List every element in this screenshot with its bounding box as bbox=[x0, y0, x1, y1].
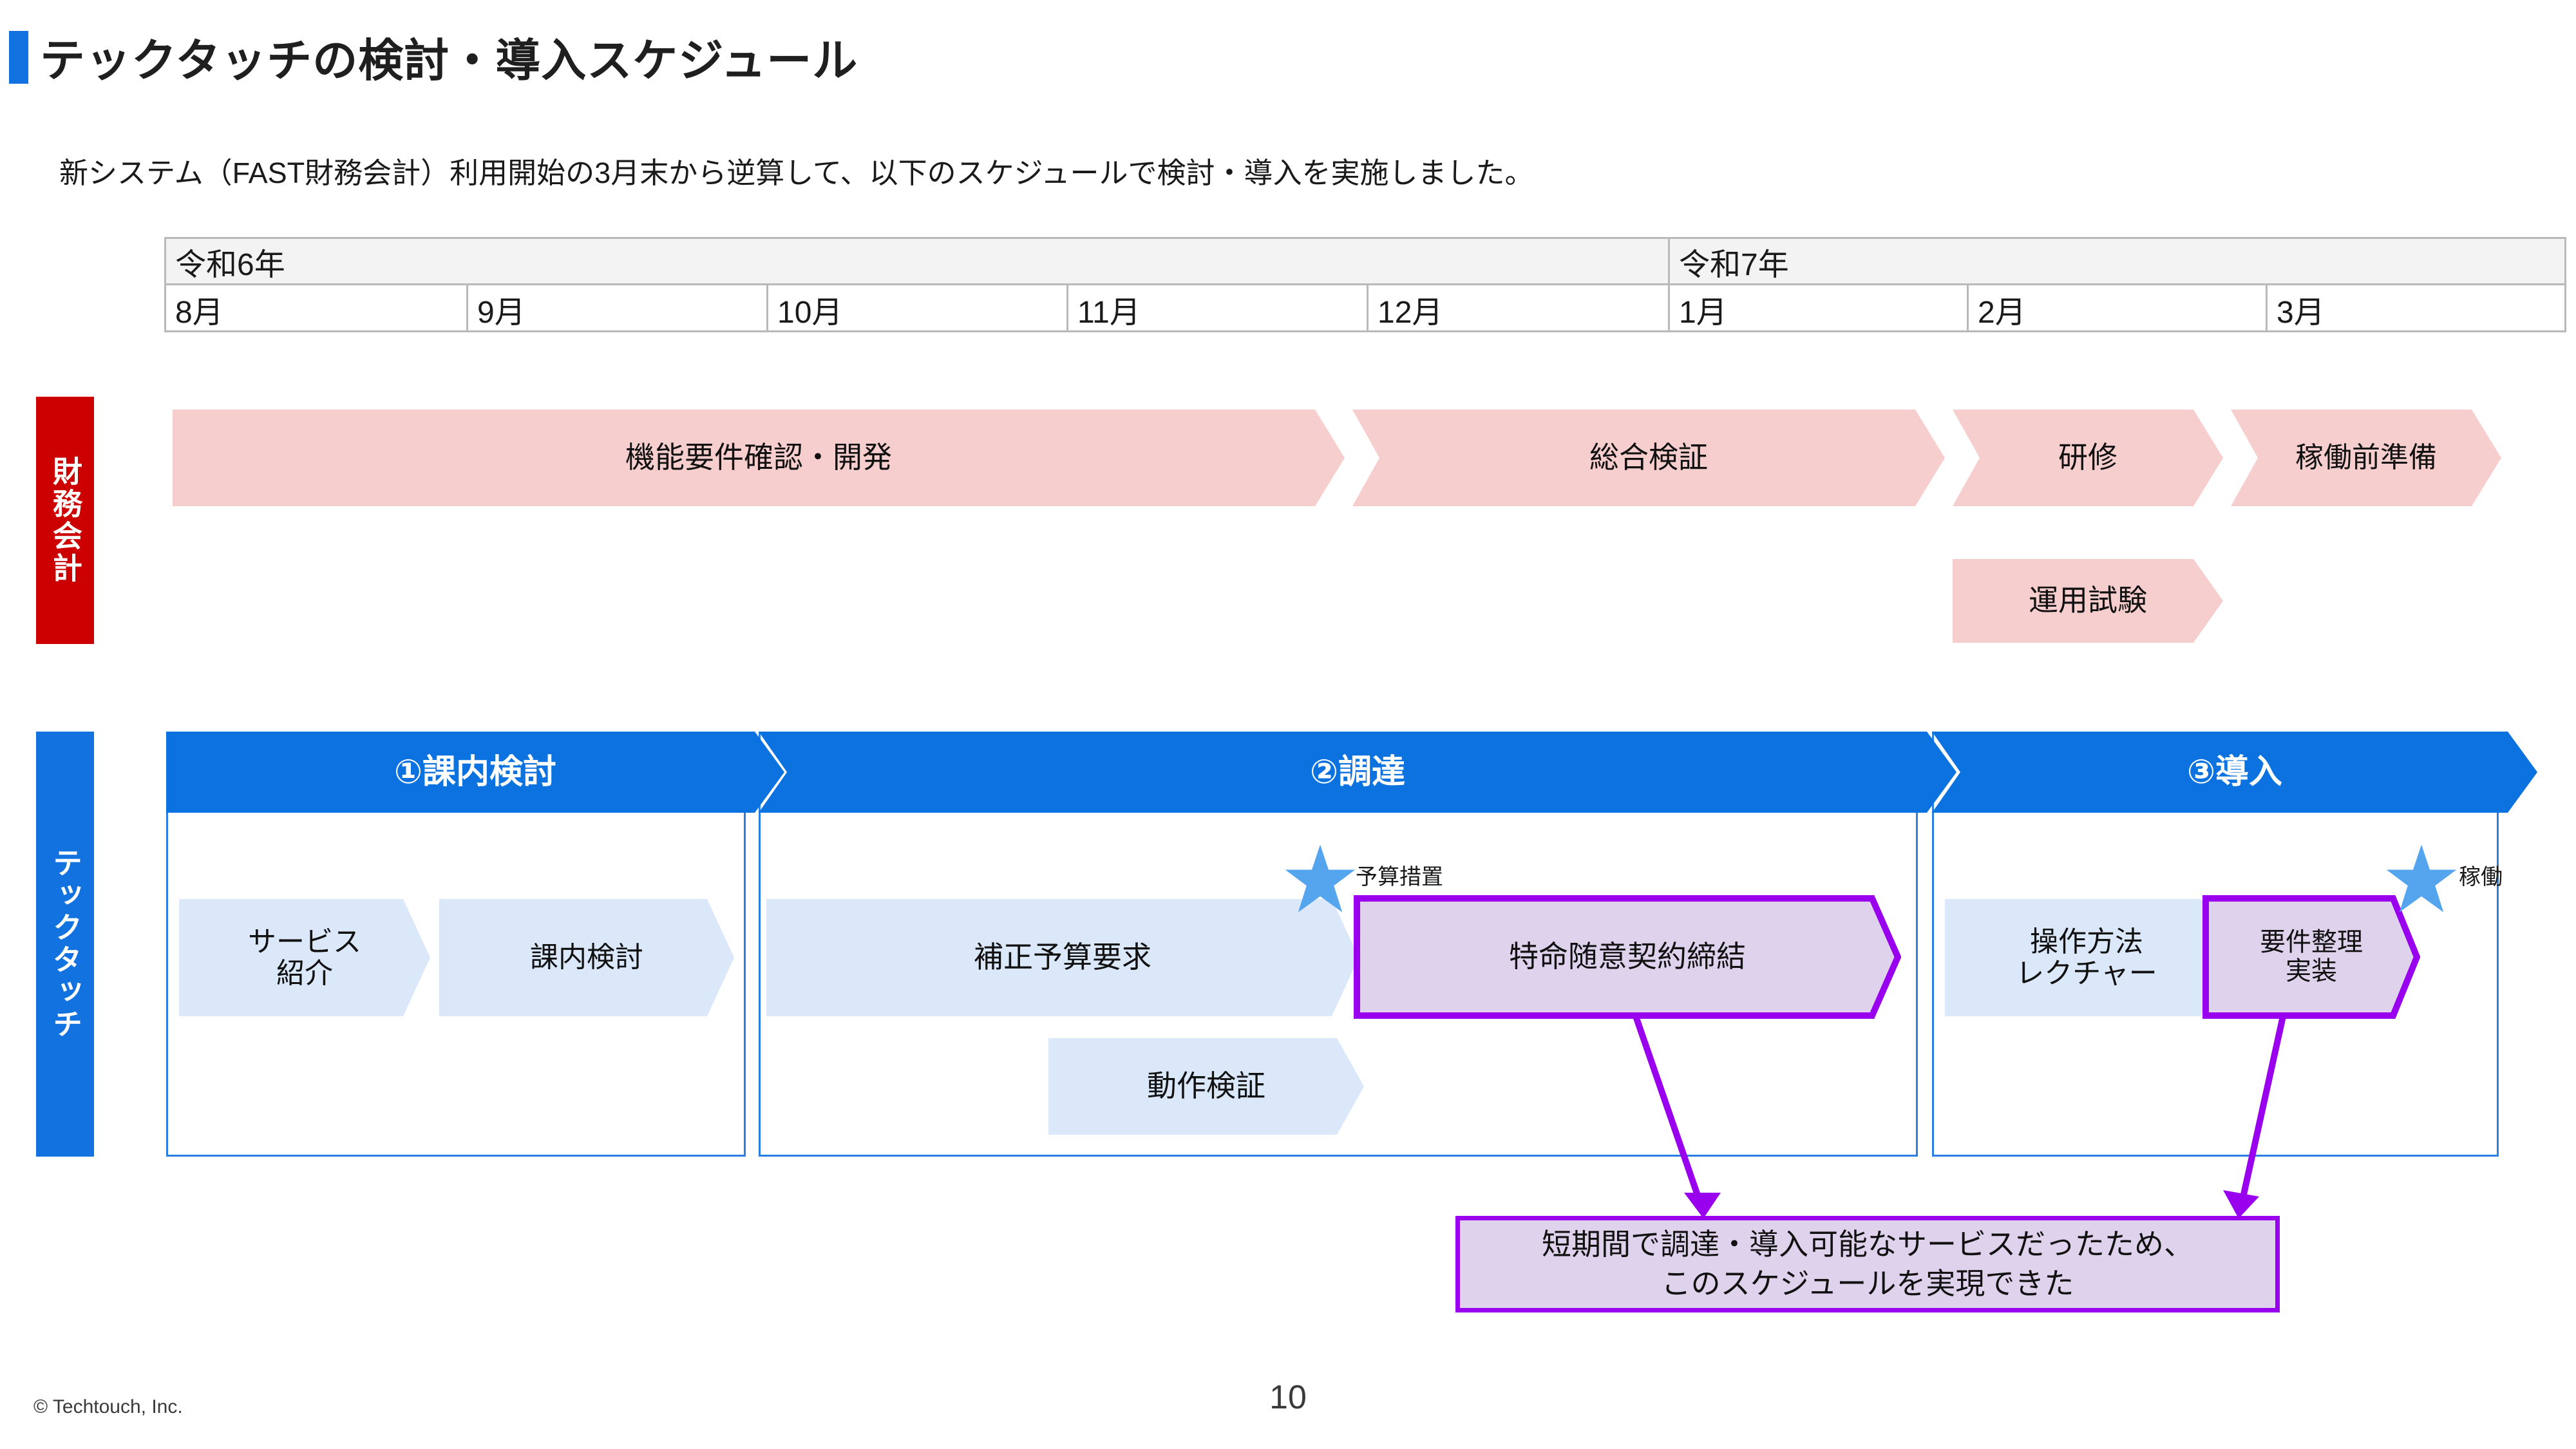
month-cell-9: 9月 bbox=[466, 285, 766, 332]
callout-box: 短期間で調達・導入可能なサービスだったため、 このスケジュールを実現できた bbox=[1455, 1216, 2280, 1312]
phase-header-3: ③導入 bbox=[1932, 732, 2537, 813]
timeline-header-table: 令和6年 令和7年 8月 9月 10月 11月 12月 1月 2月 3月 bbox=[164, 237, 2566, 332]
month-cell-2: 2月 bbox=[1967, 285, 2266, 332]
task-supplementary-budget-request: 補正予算要求 bbox=[766, 899, 1359, 1016]
month-cell-10: 10月 bbox=[766, 285, 1066, 332]
task-internal-review: 課内検討 bbox=[439, 899, 734, 1016]
copyright-text: © Techtouch, Inc. bbox=[33, 1396, 183, 1417]
month-cell-8: 8月 bbox=[175, 295, 223, 330]
phase-header-2: ②調達 bbox=[759, 732, 1956, 813]
task-operation-verification: 動作検証 bbox=[1048, 1038, 1364, 1135]
star-icon-budget bbox=[1282, 842, 1359, 918]
milestone-label-golive: 稼働 bbox=[2459, 865, 2503, 889]
bar-operational-test: 運用試験 bbox=[1953, 559, 2223, 643]
row-label-financial-accounting: 財務会計 bbox=[36, 397, 94, 644]
bar-pre-launch-preparation: 稼働前準備 bbox=[2231, 410, 2501, 506]
title-accent-bar bbox=[9, 31, 28, 84]
task-requirements-implementation: 要件整理 実装 bbox=[2202, 895, 2420, 1019]
month-cell-11: 11月 bbox=[1066, 285, 1367, 332]
callout-line-2: このスケジュールを実現できた bbox=[1661, 1267, 2074, 1300]
year-cell-reiwa6: 令和6年 bbox=[175, 247, 285, 282]
milestone-label-budget: 予算措置 bbox=[1356, 865, 1443, 889]
page-number: 10 bbox=[1269, 1379, 1307, 1416]
page-title: テックタッチの検討・導入スケジュール bbox=[40, 35, 858, 86]
timeline-year-row: 令和6年 令和7年 bbox=[166, 239, 2564, 285]
year-cell-reiwa7: 令和7年 bbox=[1668, 239, 2564, 283]
star-icon-golive bbox=[2383, 842, 2460, 918]
callout-line-1: 短期間で調達・導入可能なサービスだったため、 bbox=[1542, 1227, 2193, 1262]
row-label-techtouch: テックタッチ bbox=[36, 732, 94, 1157]
page-subtitle: 新システム（FAST財務会計）利用開始の3月末から逆算して、以下のスケジュールで… bbox=[59, 156, 1534, 189]
month-cell-1: 1月 bbox=[1668, 285, 1967, 332]
month-cell-3: 3月 bbox=[2266, 285, 2564, 332]
task-designated-contract-shape bbox=[1354, 895, 1901, 1019]
bar-integration-test: 総合検証 bbox=[1352, 410, 1945, 506]
task-service-introduction: サービス 紹介 bbox=[179, 899, 430, 1016]
task-operation-lecture: 操作方法 レクチャー bbox=[1945, 899, 2228, 1016]
bar-functional-requirements: 機能要件確認・開発 bbox=[173, 410, 1345, 506]
month-cell-12: 12月 bbox=[1367, 285, 1668, 332]
phase-header-1: ①課内検討 bbox=[166, 732, 784, 813]
task-designated-contract: 特命随意契約締結 bbox=[1354, 895, 1901, 1019]
bar-training: 研修 bbox=[1953, 410, 2223, 506]
timeline-month-row: 8月 9月 10月 11月 12月 1月 2月 3月 bbox=[166, 285, 2564, 332]
task-requirements-implementation-shape bbox=[2202, 895, 2420, 1019]
